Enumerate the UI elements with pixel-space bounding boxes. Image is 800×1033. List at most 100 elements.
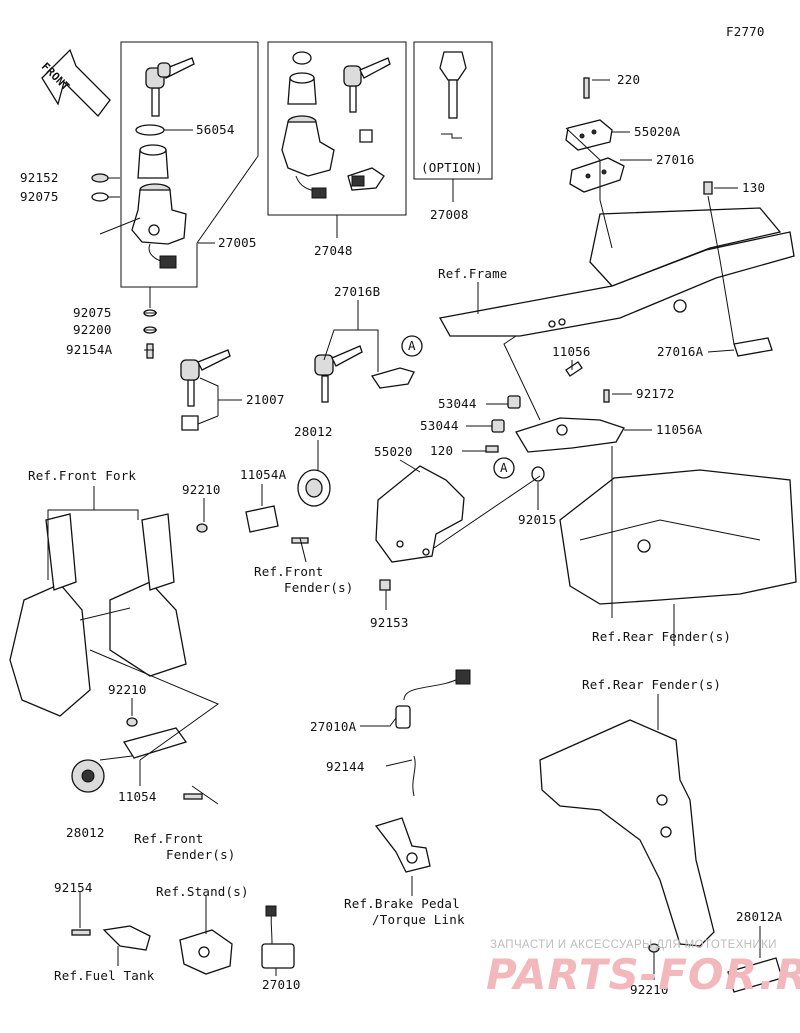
ref-front-fender-1a: Ref.Front xyxy=(254,564,324,579)
bracket-27048 xyxy=(347,167,385,191)
stand-ref xyxy=(179,929,233,975)
key-21007 xyxy=(180,349,231,407)
screw-92172 xyxy=(603,389,610,403)
cap-27005 xyxy=(137,144,169,179)
ref-stand: Ref.Stand(s) xyxy=(156,884,249,899)
spring-92144 xyxy=(412,755,416,797)
callout-53044b: 53044 xyxy=(420,418,459,433)
callout-92200: 92200 xyxy=(73,322,112,337)
rear-fender-upper-ref xyxy=(559,469,797,605)
bolt-92154A xyxy=(146,343,154,359)
callout-27005: 27005 xyxy=(218,235,257,250)
callout-120: 120 xyxy=(430,443,454,458)
callout-11054: 11054 xyxy=(118,789,157,804)
key-27048 xyxy=(343,57,391,113)
callout-130: 130 xyxy=(742,180,766,195)
ref-front-fender-2b: Fender(s) xyxy=(166,847,236,862)
callout-92154: 92154 xyxy=(54,880,93,895)
key-set-27005 xyxy=(145,57,195,117)
screw-120 xyxy=(485,445,499,453)
screw-92153 xyxy=(379,579,391,591)
frame-ref xyxy=(438,207,795,337)
nut-92210b xyxy=(126,717,138,727)
washer-92152 xyxy=(91,173,109,183)
cylinder-21007 xyxy=(181,415,199,431)
callout-220: 220 xyxy=(617,72,641,87)
washer-92075a xyxy=(91,192,109,202)
bracket-27016A xyxy=(733,337,773,357)
pad-28012a xyxy=(297,469,331,507)
callout-27016: 27016 xyxy=(656,152,695,167)
callout-11054A: 11054A xyxy=(240,467,287,482)
callout-11056A: 11056A xyxy=(656,422,703,437)
bolt-11054 xyxy=(183,793,203,800)
callout-11056: 11056 xyxy=(552,344,591,359)
callout-56054: 56054 xyxy=(196,122,235,137)
nut-92210a xyxy=(196,523,208,533)
lock-body-27048 xyxy=(281,115,335,199)
ref-front-fender-1b: Fender(s) xyxy=(284,580,354,595)
bracket-11056A xyxy=(515,417,625,453)
callout-53044a: 53044 xyxy=(438,396,477,411)
cylinder-27048 xyxy=(287,72,317,105)
option-label: (OPTION) xyxy=(421,160,483,175)
callout-27008: 27008 xyxy=(430,207,469,222)
callout-28012a: 28012 xyxy=(294,424,333,439)
collar-53044a xyxy=(507,395,521,409)
bolt-130 xyxy=(703,181,713,195)
callout-27016A: 27016A xyxy=(657,344,704,359)
cap-27048 xyxy=(292,51,312,65)
ref-frame: Ref.Frame xyxy=(438,266,508,281)
ref-brake-pedal-b: /Torque Link xyxy=(372,912,465,927)
callout-27010: 27010 xyxy=(262,977,301,992)
bracket-55020A xyxy=(565,119,613,151)
figure-code: F2770 xyxy=(726,24,765,39)
marker-a-1-ring xyxy=(401,335,423,357)
marker-a-2: A xyxy=(500,460,508,475)
brake-pedal-ref xyxy=(374,817,431,873)
ref-brake-pedal-a: Ref.Brake Pedal xyxy=(344,896,460,911)
callout-92153: 92153 xyxy=(370,615,409,630)
small-cylinder-27048 xyxy=(359,129,373,143)
switch-27010A xyxy=(395,669,471,729)
front-fork-ref xyxy=(9,513,187,717)
key-blank-27008 xyxy=(439,51,467,139)
box-27005 xyxy=(120,41,258,288)
pad-28012b xyxy=(71,759,105,793)
callout-92075a: 92075 xyxy=(20,189,59,204)
bolt-92154 xyxy=(71,929,91,936)
callout-92015: 92015 xyxy=(518,512,557,527)
screw-220 xyxy=(583,77,590,99)
callout-28012A: 28012A xyxy=(736,909,783,924)
collar-53044b xyxy=(491,419,505,433)
marker-a-2-ring xyxy=(493,457,515,479)
ref-rear-fender-1: Ref.Rear Fender(s) xyxy=(592,629,732,644)
callout-27048: 27048 xyxy=(314,243,353,258)
cover-55020 xyxy=(375,465,465,563)
callout-27016B: 27016B xyxy=(334,284,381,299)
watermark-logo: PARTS-FOR.RU xyxy=(486,950,800,999)
ref-front-fender-2a: Ref.Front xyxy=(134,831,204,846)
rear-fender-lower-ref xyxy=(539,719,715,947)
callout-92154A: 92154A xyxy=(66,342,113,357)
callout-92210a: 92210 xyxy=(182,482,221,497)
callout-55020A: 55020A xyxy=(634,124,681,139)
callout-92144: 92144 xyxy=(326,759,365,774)
reflector-28012A xyxy=(727,957,783,993)
collar-92015 xyxy=(531,466,545,482)
spacer-11056 xyxy=(565,361,583,377)
callout-92075b: 92075 xyxy=(73,305,112,320)
callout-92210c: 92210 xyxy=(630,982,669,997)
callout-21007: 21007 xyxy=(246,392,285,407)
ref-front-fork: Ref.Front Fork xyxy=(28,468,137,483)
key-27016B xyxy=(314,345,363,403)
bracket-27016B xyxy=(370,367,415,389)
bracket-27016 xyxy=(569,157,625,193)
front-arrow-icon xyxy=(41,48,111,117)
callout-92210b: 92210 xyxy=(108,682,147,697)
bracket-11054A xyxy=(245,505,279,533)
callout-27010A: 27010A xyxy=(310,719,357,734)
callout-92172: 92172 xyxy=(636,386,675,401)
